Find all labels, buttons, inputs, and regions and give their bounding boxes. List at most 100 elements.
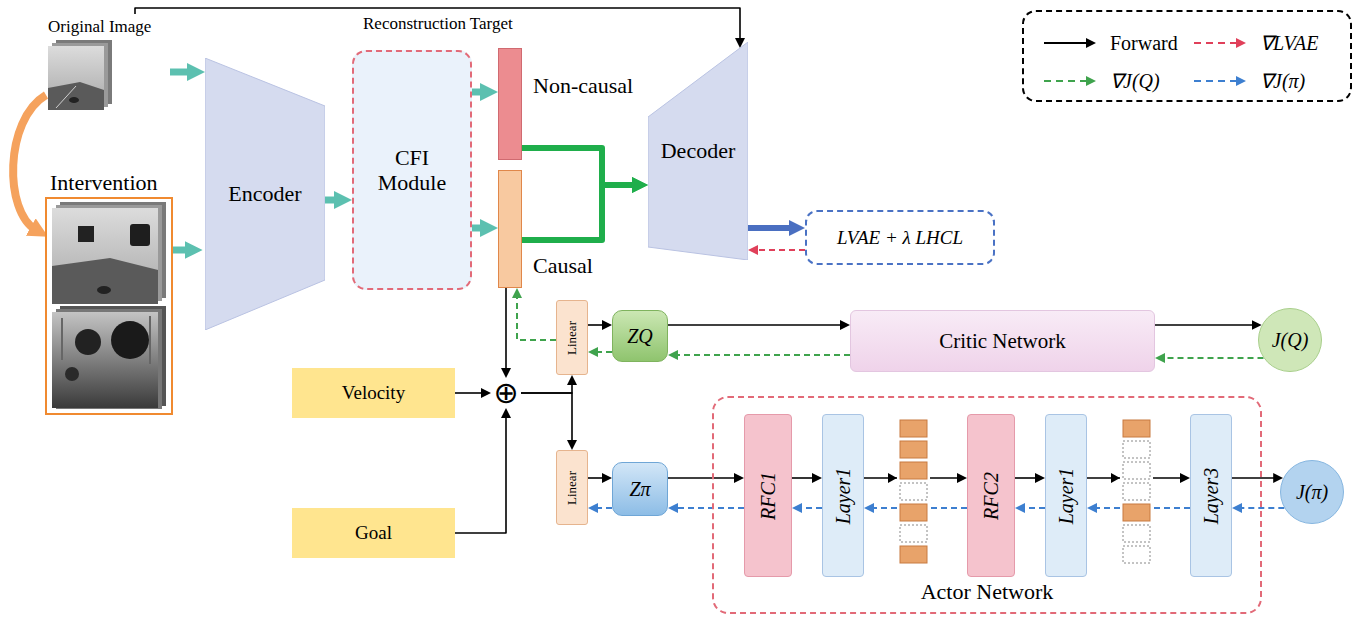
node-label: Linear — [565, 471, 580, 505]
objective-q: J(Q) — [1258, 308, 1322, 372]
connector — [1022, 507, 1045, 509]
connector — [455, 392, 484, 394]
legend-label: ∇J(Q) — [1110, 69, 1160, 93]
legend-line — [1194, 80, 1238, 82]
road-line — [56, 86, 76, 108]
node-label: Layer3 — [1200, 467, 1223, 524]
decoder-trapezoid: Decoder — [648, 42, 748, 260]
intervened-images — [46, 198, 172, 414]
connector — [521, 382, 572, 393]
legend-line-sample — [1192, 36, 1248, 50]
connector — [517, 295, 556, 340]
mask-cell-dropped — [1123, 483, 1150, 500]
node-label: CFI Module — [366, 145, 458, 196]
mask-cell-dropped — [900, 483, 927, 500]
critic-network: Critic Network — [850, 310, 1155, 372]
image-sky — [48, 46, 104, 110]
connector — [675, 507, 744, 509]
velocity-input: Velocity — [292, 368, 455, 418]
connector — [505, 288, 507, 371]
node-label: RFC1 — [757, 472, 780, 520]
connector — [755, 249, 805, 251]
obstacle-ball — [111, 321, 149, 359]
connector — [472, 225, 485, 232]
dense-layer: Layer3 — [1190, 414, 1232, 577]
legend-entry: ∇LVAE — [1192, 30, 1319, 56]
node-label: J(Q) — [1272, 329, 1309, 352]
road-marker — [69, 97, 79, 103]
connector — [748, 225, 794, 231]
connector — [792, 477, 815, 479]
node-label: Goal — [355, 522, 392, 544]
edge-label: Reconstruction Target — [360, 14, 516, 34]
image-fog — [52, 312, 158, 408]
mask-cell-dropped — [900, 525, 927, 542]
legend-label: Forward — [1110, 32, 1178, 55]
mask-cell-dropped — [1123, 525, 1150, 542]
mask-cell-dropped — [1123, 441, 1150, 458]
connector — [455, 415, 506, 533]
connector — [522, 148, 637, 185]
mask-cell-active — [1123, 504, 1150, 521]
node-label: ⊕ — [493, 378, 518, 408]
legend-line-sample — [1192, 74, 1248, 88]
node-label: Layer1 — [1055, 467, 1078, 524]
mask-cell-active — [900, 441, 927, 458]
obstacle-cube — [78, 226, 94, 242]
tree-trunk — [61, 318, 63, 360]
connector — [325, 197, 339, 204]
legend-label: ∇J(π) — [1260, 69, 1305, 93]
connector — [588, 324, 605, 326]
mask-cell-dropped — [1123, 462, 1150, 479]
connector — [588, 477, 605, 479]
rfc-layer: RFC2 — [967, 414, 1015, 577]
actor-network-box: Actor Network RFC1 Layer1 RFC2 Layer1 Layer3 — [712, 396, 1262, 614]
objective-pi: J(π) — [1280, 460, 1344, 524]
obstacle-cylinder — [130, 224, 150, 246]
connector — [595, 351, 612, 353]
trapezoid-shape — [648, 42, 748, 260]
road-marker — [97, 286, 111, 294]
linear-layer: Linear — [556, 300, 588, 375]
legend-arrowhead — [1086, 38, 1096, 48]
node-label: Non-causal — [533, 73, 633, 98]
node-label: Original Image — [48, 17, 151, 37]
node-label: J(π) — [1296, 481, 1328, 504]
mask-cell-active — [900, 504, 927, 521]
connector — [799, 507, 822, 509]
image-road — [52, 258, 158, 304]
node-label: Encoder — [228, 181, 301, 206]
connector — [170, 69, 192, 76]
linear-layer: Linear — [556, 450, 588, 525]
node-label: Critic Network — [939, 329, 1066, 353]
dense-layer: Layer1 — [1045, 414, 1087, 577]
latent-q: ZQ — [612, 310, 668, 362]
rfc-layer: RFC1 — [744, 414, 792, 577]
dense-layer: Layer1 — [822, 414, 864, 577]
legend-box: Forward ∇LVAE ∇J(Q) ∇J(π) — [1022, 10, 1352, 102]
intervention-frame — [46, 198, 172, 414]
legend-entry: Forward — [1042, 30, 1178, 56]
concat-operator: ⊕ — [491, 378, 521, 408]
obstacle-ball — [75, 329, 101, 355]
node-label: Linear — [565, 321, 580, 355]
mask-cell-active — [900, 546, 927, 563]
connector — [668, 477, 737, 479]
encoder-trapezoid: Encoder — [205, 58, 325, 330]
mask-cell-active — [900, 462, 927, 479]
dropout-mask — [1111, 417, 1153, 567]
connector — [1155, 324, 1255, 326]
legend-entry: ∇J(Q) — [1042, 68, 1160, 94]
trapezoid-shape — [205, 58, 325, 330]
connector — [668, 324, 843, 326]
input-image: Original Image — [48, 14, 170, 112]
connector — [472, 89, 485, 96]
connector — [135, 8, 740, 41]
non-causal-feature: Non-causal — [498, 48, 522, 160]
tree-trunk — [149, 316, 151, 364]
causal-feature: Causal — [498, 170, 522, 288]
node-label: Actor Network — [714, 579, 1260, 604]
node-label: LVAE + λ LHCL — [837, 227, 963, 249]
legend-arrowhead — [1086, 76, 1096, 86]
